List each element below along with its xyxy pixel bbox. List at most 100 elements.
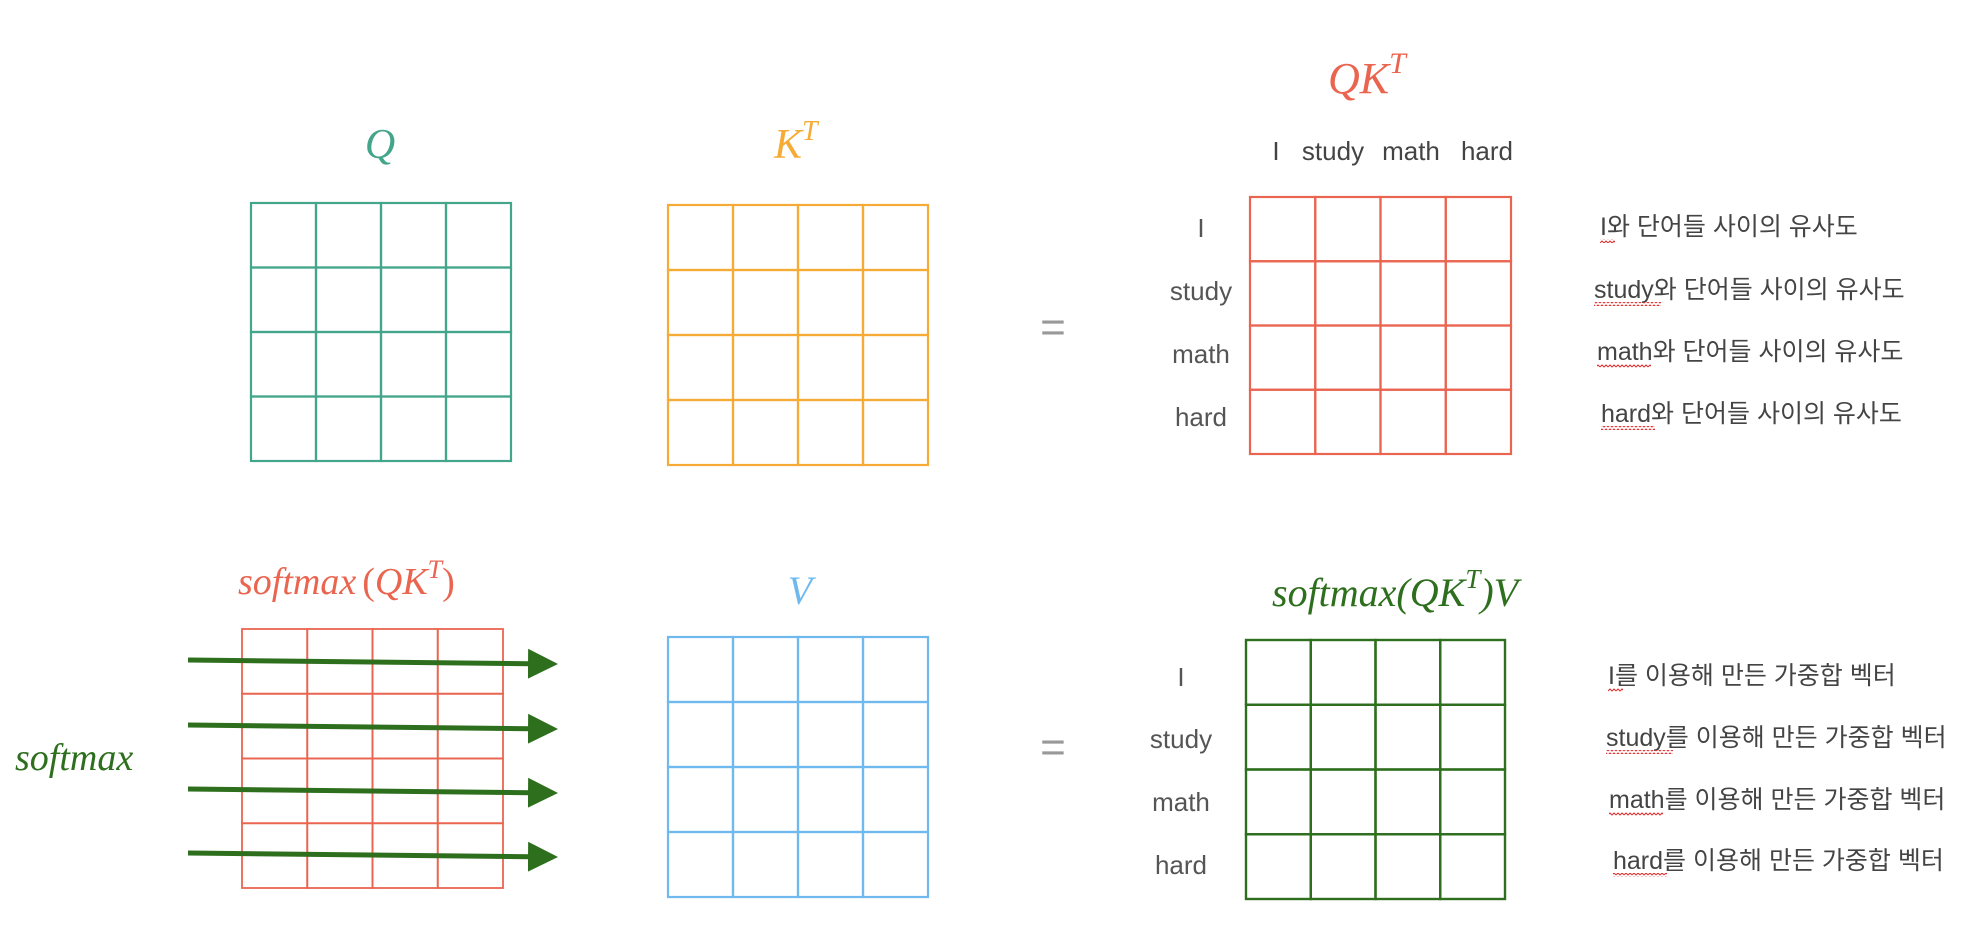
k-transpose-title: KT [773, 116, 820, 168]
qk-matrix-cell-r4-c4 [1444, 388, 1513, 456]
qk-matrix-cell-r3-c1 [1248, 324, 1317, 391]
result-matrix-cell-r4-c2 [1309, 833, 1377, 901]
v-matrix-cell-r1-c3 [796, 635, 865, 704]
k-matrix-cell-r1-c4 [861, 203, 930, 272]
v-matrix [666, 635, 930, 899]
v-matrix-cell-r3-c3 [796, 765, 865, 834]
result-matrix [1244, 638, 1507, 901]
softmax-title-func: softmax [238, 561, 356, 603]
softmax-arrow [187, 841, 558, 872]
result-matrix-cell-r2-c2 [1309, 703, 1377, 771]
result-matrix-cell-r4-c1 [1244, 833, 1312, 901]
q-matrix-cell-r1-c1 [249, 201, 318, 269]
k-matrix-cell-r3-c2 [731, 333, 800, 402]
description-text: 를 이용해 만든 [1666, 724, 1825, 752]
qk-row-description: study와 단어들 사이의 유사도 [1594, 276, 1905, 306]
result-row-description: hard를 이용해 만든 가중합 벡터 [1613, 847, 1944, 877]
word: math [1609, 786, 1665, 814]
result-matrix-cell-r1-c3 [1374, 638, 1442, 706]
q-matrix-cell-r1-c3 [379, 201, 448, 269]
qk-matrix-cell-r2-c1 [1248, 260, 1317, 327]
v-matrix-title: V [788, 568, 817, 613]
description-text: 와 단어들 사이의 유사도 [1607, 213, 1858, 241]
qk-matrix-cell-r4-c1 [1248, 388, 1317, 456]
qk-row-description: I와 단어들 사이의 유사도 [1600, 213, 1858, 243]
q-matrix-cell-r4-c3 [379, 395, 448, 463]
k-matrix-cell-r4-c2 [731, 398, 800, 467]
q-matrix-cell-r3-c1 [249, 330, 318, 398]
top-equals-sign: = [1040, 303, 1066, 352]
qk-column-label: study [1302, 136, 1364, 166]
v-matrix-cell-r2-c4 [861, 700, 930, 769]
qk-matrix-cell-r4-c2 [1314, 388, 1382, 456]
qk-matrix-cell-r1-c4 [1444, 195, 1513, 263]
word: math [1597, 338, 1653, 366]
description-end: 벡터 [1894, 724, 1947, 752]
qk-matrix-cell-r3-c4 [1444, 324, 1513, 391]
result-row-descriptions: I를 이용해 만든 가중합 벡터 study를 이용해 만든 가중합 벡터 math… [1606, 662, 1947, 877]
description-text: 를 이용해 만든 [1663, 847, 1822, 875]
v-matrix-cell-r1-c2 [731, 635, 800, 704]
k-matrix-cell-r4-c4 [861, 398, 930, 467]
k-matrix-cell-r3-c4 [861, 333, 930, 402]
k-matrix-cell-r2-c3 [796, 268, 865, 337]
result-row-label: I [1177, 662, 1184, 692]
qk-row-label: study [1170, 276, 1232, 306]
description-end: 벡터 [1891, 847, 1944, 875]
word: study [1594, 276, 1654, 304]
spellcheck-underline [1594, 302, 1661, 306]
qk-matrix-cell-r3-c2 [1314, 324, 1382, 391]
v-matrix-cell-r4-c3 [796, 830, 865, 899]
qk-matrix-cell-r3-c3 [1379, 324, 1447, 391]
q-matrix-cell-r4-c2 [314, 395, 383, 463]
description-text: 를 이용해 만든 [1615, 662, 1774, 690]
result-matrix-cell-r1-c2 [1309, 638, 1377, 706]
qk-row-label: math [1172, 339, 1230, 369]
qk-matrix-cell-r1-c1 [1248, 195, 1317, 263]
result-row-description-text: study를 이용해 만든 가중합 벡터 [1606, 724, 1947, 752]
v-matrix-cell-r3-c4 [861, 765, 930, 834]
result-matrix-cell-r2-c1 [1244, 703, 1312, 771]
result-matrix-cell-r3-c2 [1309, 768, 1377, 836]
qk-matrix-cell-r1-c2 [1314, 195, 1382, 263]
result-title: softmax(QKT)V [1272, 564, 1523, 615]
softmax-title-paren-close: ) [442, 561, 455, 603]
qk-transpose-title: QKT [1328, 47, 1408, 103]
softmax-side-label: softmax [15, 737, 133, 779]
spellcheck-underline [1609, 812, 1663, 816]
result-matrix-cell-r2-c4 [1439, 703, 1507, 771]
result-row-description-text: I를 이용해 만든 가중합 벡터 [1608, 662, 1896, 690]
qk-matrix-cell-r4-c3 [1379, 388, 1447, 456]
spellcheck-underline [1601, 426, 1655, 430]
softmax-title-superscript: T [428, 555, 444, 584]
description-text: 와 단어들 사이의 유사도 [1654, 276, 1905, 304]
v-matrix-cell-r1-c1 [666, 635, 735, 704]
result-row-description: math를 이용해 만든 가중합 벡터 [1609, 786, 1945, 816]
result-row-label: math [1152, 787, 1210, 817]
qk-column-label: math [1382, 136, 1440, 166]
softmax-arrow [187, 713, 558, 744]
qk-matrix-cell-r2-c3 [1379, 260, 1447, 327]
q-matrix-cell-r1-c4 [444, 201, 513, 269]
qk-matrix-cell-r2-c4 [1444, 260, 1513, 327]
qk-row-description: hard와 단어들 사이의 유사도 [1601, 400, 1902, 430]
description-text: 와 단어들 사이의 유사도 [1653, 338, 1904, 366]
k-title-base: K [773, 122, 804, 168]
q-matrix-cell-r3-c2 [314, 330, 383, 398]
v-matrix-cell-r3-c2 [731, 765, 800, 834]
v-matrix-cell-r4-c4 [861, 830, 930, 899]
description-end: 벡터 [1843, 662, 1896, 690]
q-matrix-cell-r3-c4 [444, 330, 513, 398]
result-matrix-cell-r3-c4 [1439, 768, 1507, 836]
k-matrix-cell-r3-c3 [796, 333, 865, 402]
softmax-title-inner: QK [375, 561, 429, 603]
result-matrix-cell-r4-c3 [1374, 833, 1442, 901]
k-title-superscript: T [802, 116, 820, 147]
q-matrix-title: Q [365, 122, 395, 168]
qk-column-label: I [1272, 136, 1279, 166]
qk-row-label: I [1197, 213, 1204, 243]
word: hard [1601, 400, 1651, 428]
weighted-sum-word: 가중합 [1822, 847, 1891, 875]
